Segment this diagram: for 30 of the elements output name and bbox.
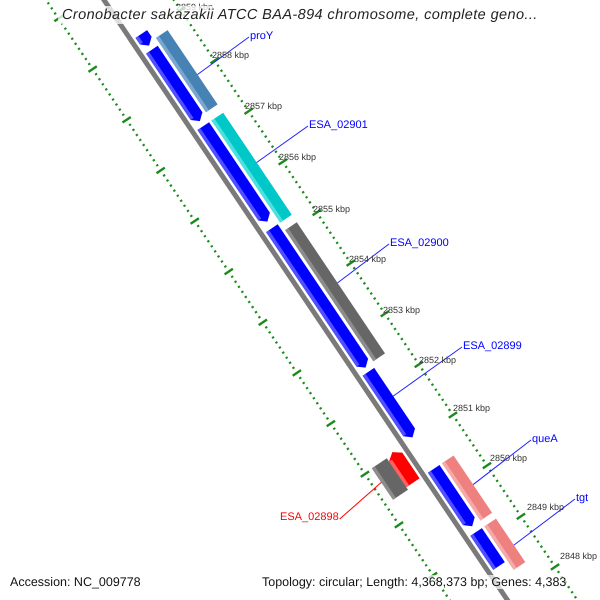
scale-label: 2857 kbp — [245, 101, 282, 111]
scale-label: 2856 kbp — [279, 152, 316, 162]
summary-text: Topology: circular; Length: 4,368,373 bp; Genes: 4,383 — [262, 575, 566, 589]
gene-feature — [484, 518, 526, 570]
gene-feature — [362, 368, 415, 438]
scale-label: 2849 kbp — [527, 502, 564, 512]
gene-feature — [285, 222, 385, 362]
scale-label: 2852 kbp — [419, 355, 456, 365]
gene-feature — [372, 458, 408, 500]
leader-line — [339, 482, 382, 520]
leader-line — [197, 36, 250, 76]
gene-label: ESA_02899 — [463, 340, 522, 352]
leader-line — [513, 498, 576, 546]
leader-line — [472, 440, 532, 486]
scale-label: 2853 kbp — [383, 305, 420, 315]
gene-feature — [442, 456, 492, 521]
gene-label: ESA_02901 — [309, 119, 368, 131]
leader-line — [392, 346, 462, 397]
gene-label: queA — [532, 433, 558, 445]
scale-label: 2854 kbp — [349, 254, 386, 264]
scale-label: 2848 kbp — [560, 551, 598, 561]
scale-label: 2855 kbp — [313, 204, 350, 214]
leader-line — [337, 244, 390, 284]
accession-text: Accession: NC_009778 — [10, 575, 141, 589]
leader-line — [256, 126, 308, 163]
gene-label: ESA_02900 — [390, 237, 449, 249]
scale-label: 2851 kbp — [453, 403, 490, 413]
gene-label: proY — [250, 30, 274, 42]
gene-label: tgt — [576, 492, 588, 504]
gene-label: ESA_02898 — [280, 511, 339, 523]
